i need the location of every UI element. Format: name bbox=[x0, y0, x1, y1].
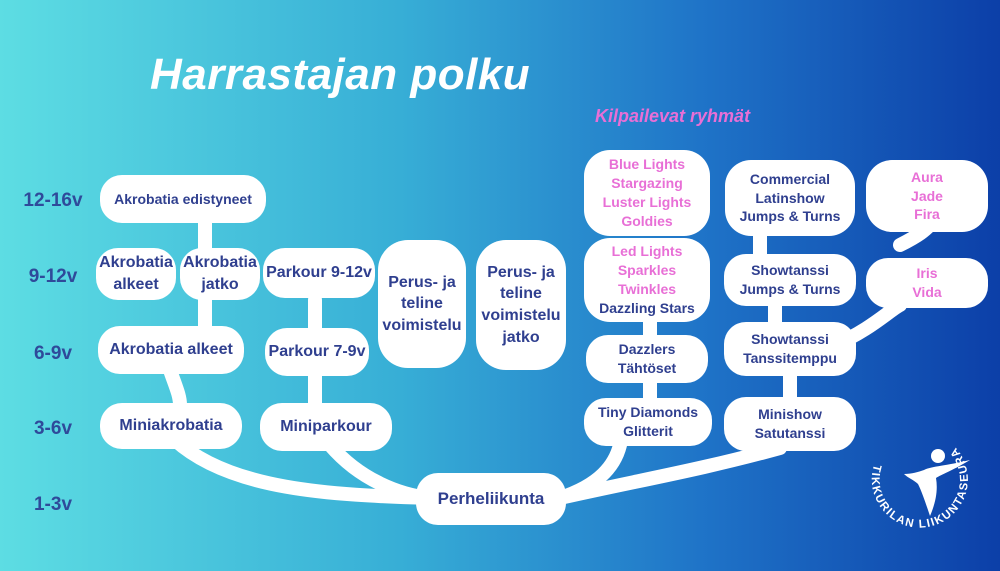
age-label-1-3: 1-3v bbox=[33, 494, 73, 515]
node-text: Showtanssi bbox=[751, 262, 829, 279]
node-text: Akrobatia bbox=[99, 254, 173, 272]
node-text: Latinshow bbox=[755, 189, 825, 206]
node-text: Dazzlers bbox=[618, 341, 676, 358]
node-text: Akrobatia bbox=[183, 254, 257, 272]
node-parkour-9-12: Parkour 9-12v bbox=[263, 248, 375, 298]
node-miniparkour: Miniparkour bbox=[260, 403, 392, 451]
node-commercial: Commercial Latinshow Jumps & Turns bbox=[725, 160, 855, 236]
node-akrobatia-edistyneet: Akrobatia edistyneet bbox=[100, 175, 266, 223]
node-text: Jade bbox=[911, 187, 943, 204]
node-text: Tanssitemppu bbox=[743, 350, 837, 366]
node-text: Miniparkour bbox=[280, 418, 372, 436]
age-label-12-16: 12-16v bbox=[23, 190, 83, 211]
node-text: Tiny Diamonds bbox=[597, 404, 699, 421]
node-perus-teline-jatko: Perus- ja teline voimistelu jatko bbox=[476, 240, 566, 370]
node-text: Sparkles bbox=[617, 262, 677, 279]
node-text: teline bbox=[401, 295, 443, 313]
node-text: Showtanssi bbox=[751, 331, 829, 348]
node-dazzlers: Dazzlers Tähtöset bbox=[586, 335, 708, 383]
node-akrobatia-jatko-9: Akrobatia jatko bbox=[180, 248, 260, 300]
node-text: Aura bbox=[911, 168, 943, 185]
node-text: Led Lights bbox=[611, 243, 683, 260]
node-blue-lights-group: Blue Lights Stargazing Luster Lights Gol… bbox=[584, 150, 710, 236]
node-parkour-7-9: Parkour 7-9v bbox=[265, 328, 369, 376]
node-text: voimistelu bbox=[481, 307, 561, 324]
node-text: Jumps & Turns bbox=[739, 208, 841, 225]
node-text: Perheliikunta bbox=[437, 488, 545, 508]
node-text: Twinkles bbox=[617, 281, 677, 297]
node-text: Glitterit bbox=[623, 423, 673, 439]
node-text: Fira bbox=[914, 206, 940, 223]
node-text: Luster Lights bbox=[602, 194, 692, 210]
node-text: voimistelu bbox=[382, 316, 462, 334]
node-miniakrobatia: Miniakrobatia bbox=[100, 403, 242, 449]
page-title: Harrastajan polku bbox=[150, 50, 531, 99]
node-iris-vida: Iris Vida bbox=[866, 258, 988, 308]
node-text: Commercial bbox=[749, 170, 831, 187]
node-minishow: Minishow Satutanssi bbox=[724, 397, 856, 451]
node-aura-jade-fira: Aura Jade Fira bbox=[866, 160, 988, 232]
node-text: Dazzling Stars bbox=[599, 299, 695, 316]
tikkurilan-liikuntaseura-logo: TIKKURILAN LIIKUNTASEURA bbox=[869, 444, 970, 531]
node-text: Parkour 9-12v bbox=[266, 264, 372, 282]
competitive-groups-label: Kilpailevat ryhmät bbox=[595, 106, 751, 126]
node-akrobatia-alkeet-9: Akrobatia alkeet bbox=[96, 248, 176, 300]
node-text: Perus- ja bbox=[487, 263, 555, 281]
node-tiny-diamonds: Tiny Diamonds Glitterit bbox=[584, 398, 712, 446]
node-led-lights-group: Led Lights Sparkles Twinkles Dazzling St… bbox=[584, 238, 710, 322]
age-label-6-9: 6-9v bbox=[33, 343, 73, 364]
node-text: Iris bbox=[916, 265, 938, 282]
node-text: Tähtöset bbox=[617, 360, 677, 376]
node-text: Jumps & Turns bbox=[739, 281, 841, 297]
node-text: Perus- ja bbox=[388, 273, 456, 291]
node-text: Blue Lights bbox=[608, 156, 686, 173]
node-text: Satutanssi bbox=[754, 425, 826, 441]
node-text: Miniakrobatia bbox=[119, 417, 223, 435]
node-text: Minishow bbox=[758, 406, 822, 423]
node-text: Akrobatia edistyneet bbox=[114, 190, 252, 207]
age-label-9-12: 9-12v bbox=[28, 266, 78, 287]
node-perheliikunta: Perheliikunta bbox=[416, 473, 566, 525]
node-text: Vida bbox=[912, 284, 942, 300]
node-text: teline bbox=[500, 285, 542, 303]
node-text: alkeet bbox=[113, 276, 159, 293]
node-perus-teline: Perus- ja teline voimistelu bbox=[378, 240, 466, 368]
node-text: Akrobatia alkeet bbox=[109, 341, 233, 359]
node-text: Goldies bbox=[621, 212, 673, 229]
age-label-3-6: 3-6v bbox=[33, 418, 73, 439]
node-text: Stargazing bbox=[611, 175, 683, 192]
node-text: Parkour 7-9v bbox=[268, 343, 366, 361]
node-text: jatko bbox=[201, 276, 239, 293]
node-showtanssi-9-12: Showtanssi Jumps & Turns bbox=[724, 254, 856, 306]
node-text: jatko bbox=[502, 328, 540, 346]
node-akrobatia-alkeet-6: Akrobatia alkeet bbox=[98, 326, 244, 374]
node-showtanssi-6-9: Showtanssi Tanssitemppu bbox=[724, 322, 856, 376]
